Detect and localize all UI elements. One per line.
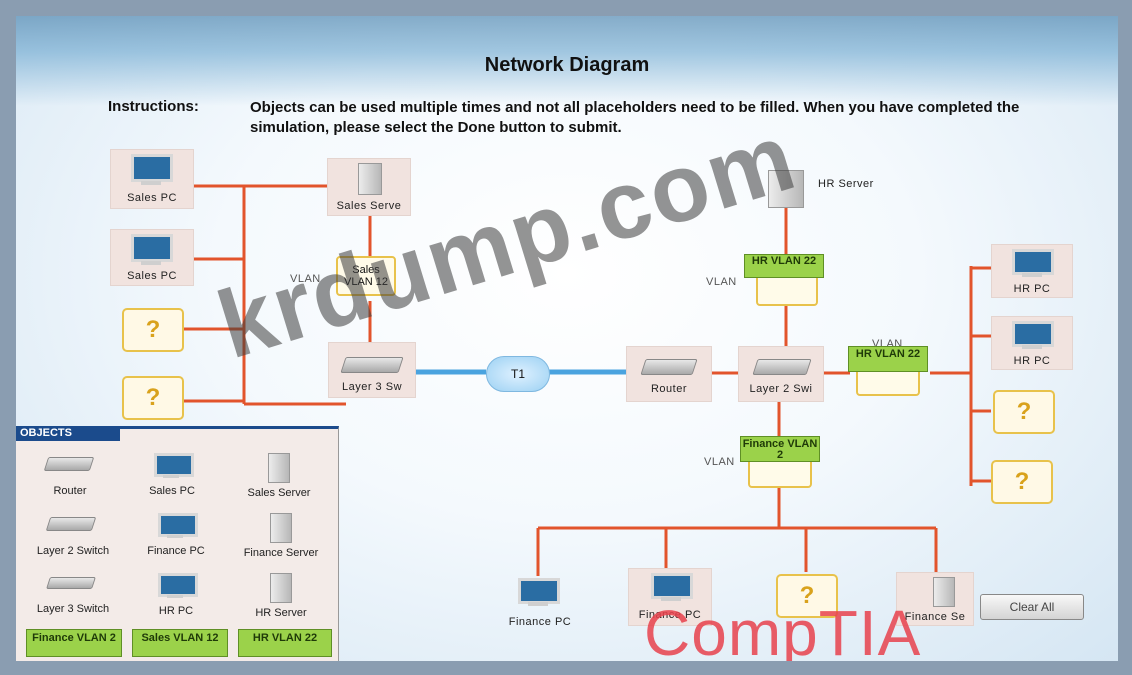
sales-pc-1-tile[interactable]: Sales PC — [110, 149, 194, 209]
objects-header: OBJECTS — [16, 426, 120, 441]
layer2-switch-tile[interactable]: Layer 2 Swi — [738, 346, 824, 402]
object-router-label: Router — [53, 485, 87, 497]
object-hr-vlan-tag[interactable]: HR VLAN 22 — [238, 629, 332, 657]
finance-server-tile[interactable]: Finance Se — [896, 572, 974, 626]
object-finance-vlan-tag[interactable]: Finance VLAN 2 — [26, 629, 122, 657]
placeholder-finance[interactable]: ? — [776, 574, 838, 618]
object-sales-server[interactable]: Sales Server — [224, 451, 334, 505]
sales-pc-2-label: Sales PC — [127, 270, 177, 282]
hr-pc-1-tile[interactable]: HR PC — [991, 244, 1073, 298]
hr-pc-2-tile[interactable]: HR PC — [991, 316, 1073, 370]
object-sales-server-label: Sales Server — [247, 487, 311, 499]
object-finance-pc[interactable]: Finance PC — [126, 511, 226, 565]
router-icon — [640, 359, 698, 375]
brand-logo-text: CompTIA — [644, 597, 922, 661]
hr-server-icon — [768, 170, 804, 208]
layer2-switch-label: Layer 2 Swi — [749, 383, 813, 395]
hr-pc-1-label: HR PC — [1013, 283, 1051, 295]
title-bar-gradient — [16, 16, 1118, 106]
object-finance-pc-label: Finance PC — [147, 545, 205, 557]
finance-server-label: Finance Se — [904, 611, 966, 623]
object-sales-pc-label: Sales PC — [149, 485, 195, 497]
hr-server-label: HR Server — [818, 178, 874, 190]
layer3-switch-tile[interactable]: Layer 3 Sw — [328, 342, 416, 398]
server-icon — [268, 453, 290, 483]
object-layer2-switch[interactable]: Layer 2 Switch — [20, 511, 126, 565]
server-icon — [933, 577, 955, 607]
object-finance-server[interactable]: Finance Server — [224, 511, 338, 565]
switch-icon — [752, 359, 812, 375]
object-layer3-switch-label: Layer 3 Switch — [36, 603, 110, 615]
hr-top-vlan-text: VLAN — [706, 276, 737, 288]
switch-icon — [45, 517, 97, 531]
server-icon — [270, 573, 292, 603]
hr-right-vlan-tag[interactable]: HR VLAN 22 — [848, 346, 928, 372]
object-hr-server-label: HR Server — [255, 607, 307, 619]
sales-pc-1-label: Sales PC — [127, 192, 177, 204]
sales-vlan-text: VLAN — [290, 273, 321, 285]
object-hr-server[interactable]: HR Server — [224, 571, 338, 625]
finance-pc-2-tile[interactable]: Finance PC — [628, 568, 712, 626]
placeholder-sales-1[interactable]: ? — [122, 308, 184, 352]
object-sales-pc[interactable]: Sales PC — [122, 451, 222, 505]
object-router[interactable]: Router — [20, 451, 120, 505]
server-icon — [270, 513, 292, 543]
sales-vlan-slot[interactable]: Sales VLAN 12 — [336, 256, 396, 296]
placeholder-sales-2[interactable]: ? — [122, 376, 184, 420]
finance-pc-1-label: Finance PC — [508, 616, 572, 628]
placeholder-hr-2[interactable]: ? — [991, 460, 1053, 504]
switch-icon — [46, 577, 96, 589]
clear-all-button[interactable]: Clear All — [980, 594, 1084, 620]
hr-pc-2-label: HR PC — [1013, 355, 1051, 367]
finance-vlan-tag[interactable]: Finance VLAN 2 — [740, 436, 820, 462]
router-label: Router — [650, 383, 688, 395]
object-layer3-switch[interactable]: Layer 3 Switch — [20, 571, 126, 625]
server-icon — [358, 163, 382, 195]
finance-pc-2-label: Finance PC — [638, 609, 702, 621]
sales-pc-2-tile[interactable]: Sales PC — [110, 229, 194, 286]
object-hr-pc[interactable]: HR PC — [126, 571, 226, 625]
router-tile[interactable]: Router — [626, 346, 712, 402]
t1-cloud: T1 — [486, 356, 550, 392]
layer3-switch-label: Layer 3 Sw — [341, 381, 403, 393]
page-title: Network Diagram — [484, 54, 650, 76]
object-layer2-switch-label: Layer 2 Switch — [36, 545, 110, 557]
instructions-text: Objects can be used multiple times and n… — [250, 99, 1020, 136]
simulation-screen: Network Diagram Instructions: Objects ca… — [16, 16, 1118, 661]
sales-server-label: Sales Serve — [336, 200, 402, 212]
object-hr-pc-label: HR PC — [158, 605, 194, 617]
sales-server-tile[interactable]: Sales Serve — [327, 158, 411, 216]
object-finance-server-label: Finance Server — [243, 547, 319, 559]
finance-vlan-text: VLAN — [704, 456, 735, 468]
network-wires — [184, 184, 991, 576]
switch-icon — [340, 357, 404, 373]
hr-top-vlan-tag[interactable]: HR VLAN 22 — [744, 254, 824, 278]
placeholder-hr-1[interactable]: ? — [993, 390, 1055, 434]
router-icon — [43, 457, 95, 471]
object-sales-vlan-tag[interactable]: Sales VLAN 12 — [132, 629, 228, 657]
instructions-label: Instructions: — [108, 98, 199, 115]
objects-panel: OBJECTS Router Sales PC Sales Server Lay… — [16, 426, 339, 661]
